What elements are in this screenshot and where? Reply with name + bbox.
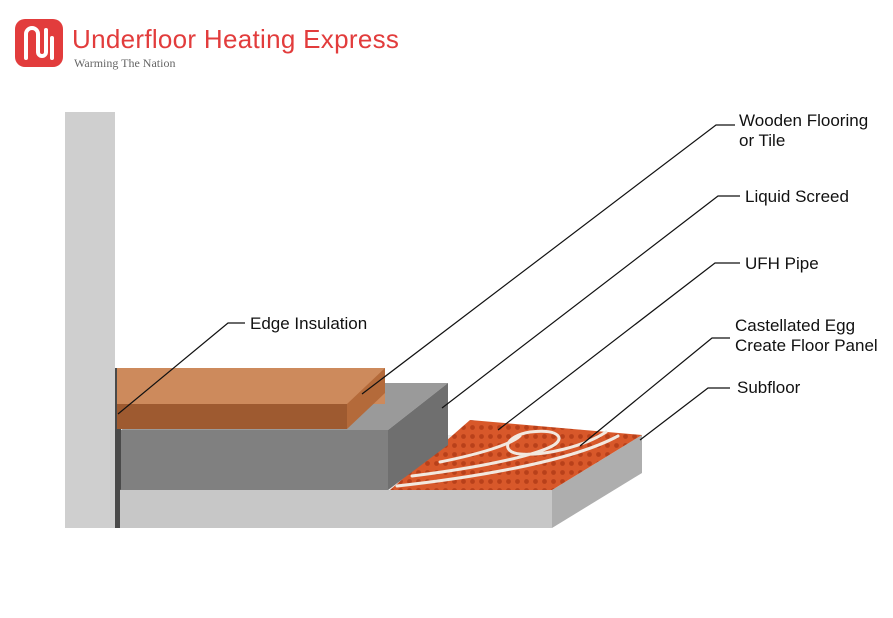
leader-edge-insulation: [117, 322, 245, 415]
label-liquid-screed: Liquid Screed: [745, 187, 849, 206]
label-ufh-pipe: UFH Pipe: [745, 254, 819, 273]
wood-front: [117, 404, 347, 429]
leader-wooden-flooring: [361, 124, 735, 395]
label-panel-line2: Create Floor Panel: [735, 336, 878, 355]
brand-name: Underfloor Heating Express: [72, 24, 400, 54]
wall: [65, 112, 115, 528]
screed-front: [121, 430, 388, 490]
leader-ufh-pipe: [497, 262, 740, 431]
screed-side: [388, 383, 448, 490]
edge-insulation-strip: [115, 368, 121, 528]
brand-logo-icon: [15, 19, 63, 67]
label-edge-insulation: Edge Insulation: [250, 314, 368, 333]
brand-tagline: Warming The Nation: [74, 56, 176, 70]
label-panel-line1: Castellated Egg: [735, 316, 856, 335]
leader-panel: [579, 337, 730, 447]
leader-liquid-screed: [441, 195, 740, 409]
label-castellated-panel: Castellated Egg Create Floor Panel: [735, 316, 878, 356]
castellated-panel: [390, 420, 642, 490]
leader-subfloor: [639, 387, 730, 441]
label-wooden-flooring-line1: Wooden Flooring: [739, 111, 869, 130]
ufh-pipe-loop: [395, 429, 620, 488]
label-wooden-flooring: Wooden Flooring or Tile: [739, 111, 868, 151]
subfloor-front: [120, 490, 552, 528]
wood-top: [117, 368, 385, 404]
subfloor-side: [552, 435, 642, 528]
label-wooden-flooring-line2: or Tile: [739, 131, 786, 150]
brand-header: Underfloor Heating Express Warming The N…: [14, 18, 414, 74]
label-subfloor: Subfloor: [737, 378, 801, 397]
